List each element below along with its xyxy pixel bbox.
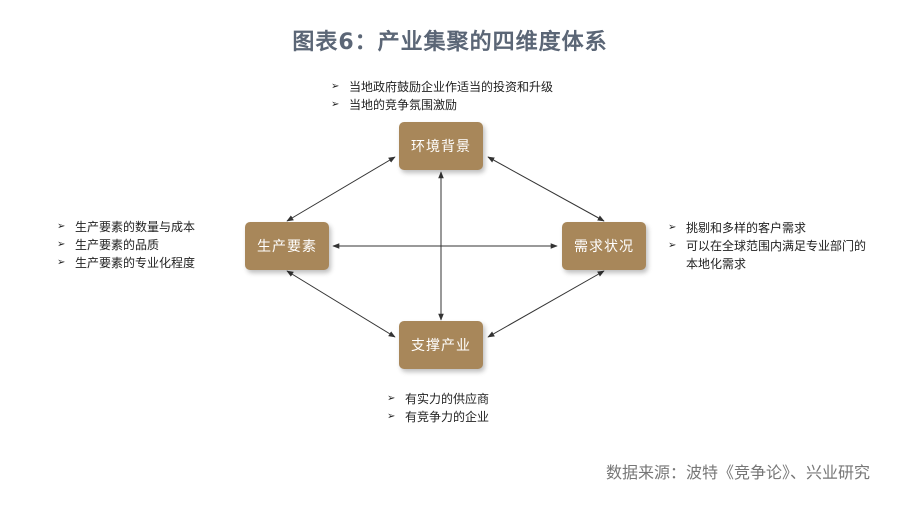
page-title: 图表6：产业集聚的四维度体系 [292,30,608,55]
note-item: ➢当地的竞争氛围激励 [331,98,458,112]
bullet-arrow-icon: ➢ [668,222,677,233]
notes-top: ➢当地政府鼓励企业作适当的投资和升级 ➢当地的竞争氛围激励 [331,78,553,114]
note-item: ➢有竞争力的企业 [387,410,490,424]
note-item: ➢生产要素的专业化程度 [57,256,196,270]
note-item: ➢可以在全球范围内满足专业部门的本地化需求 [668,239,867,271]
arrow-top-right [487,156,605,222]
bullet-arrow-icon: ➢ [668,240,677,251]
bullet-arrow-icon: ➢ [387,393,396,404]
note-item: ➢有实力的供应商 [387,392,490,406]
arrow-right-bottom [487,270,605,338]
node-demand: 需求状况 [562,222,646,270]
node-factors: 生产要素 [245,222,329,270]
bullet-arrow-icon: ➢ [57,257,66,268]
bullet-arrow-icon: ➢ [57,239,66,250]
notes-left: ➢生产要素的数量与成本 ➢生产要素的品质 ➢生产要素的专业化程度 [57,218,195,272]
arrow-left-bottom [286,270,396,338]
bullet-arrow-icon: ➢ [387,411,396,422]
bullet-arrow-icon: ➢ [331,99,340,110]
bullet-arrow-icon: ➢ [331,81,340,92]
source-note: 数据来源：波特《竞争论》、兴业研究 [605,463,870,482]
notes-right: ➢挑剔和多样的客户需求 ➢可以在全球范围内满足专业部门的本地化需求 [668,219,868,273]
arrow-top-left [286,156,396,222]
note-item: ➢当地政府鼓励企业作适当的投资和升级 [331,80,554,94]
bullet-arrow-icon: ➢ [57,221,66,232]
note-item: ➢挑剔和多样的客户需求 [668,221,807,235]
note-item: ➢生产要素的品质 [57,238,160,252]
note-item: ➢生产要素的数量与成本 [57,220,196,234]
node-support: 支撑产业 [399,321,483,369]
node-environment: 环境背景 [399,122,483,170]
notes-bottom: ➢有实力的供应商 ➢有竞争力的企业 [387,390,489,426]
